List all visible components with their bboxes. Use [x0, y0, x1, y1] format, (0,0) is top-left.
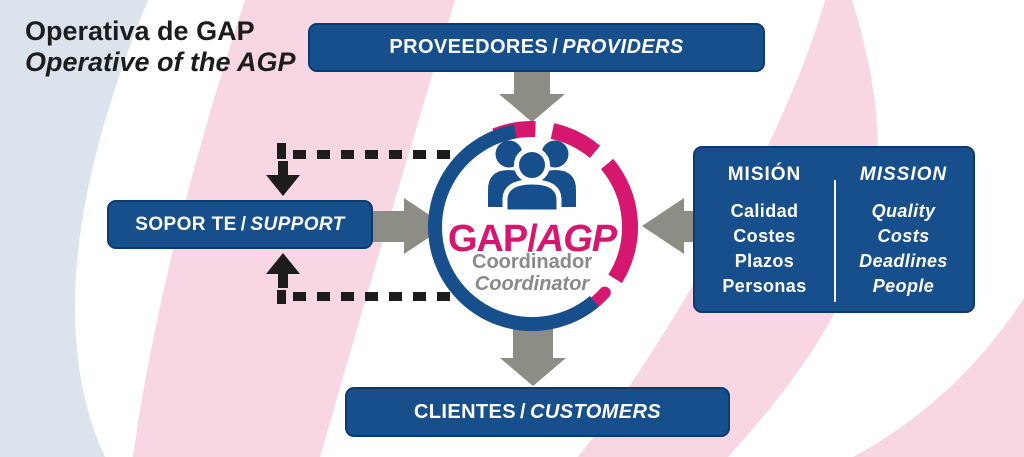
- dashed-line: [293, 150, 459, 159]
- magenta-arc-segment: [550, 123, 601, 159]
- arrow-down-icon: [513, 328, 553, 360]
- arrow-left-icon: [642, 198, 684, 254]
- people-group-icon: [488, 140, 576, 215]
- arrow-down-icon: [266, 175, 300, 196]
- mission-box: MISIÓN Calidad Costes Plazos Personas MI…: [693, 146, 975, 313]
- mission-header-en: MISSION: [859, 164, 948, 185]
- arrow-up-icon: [278, 274, 288, 288]
- mission-columns: MISIÓN Calidad Costes Plazos Personas MI…: [695, 164, 973, 311]
- arrow-up-icon: [266, 253, 300, 274]
- mission-column-es: MISIÓN Calidad Costes Plazos Personas: [695, 164, 834, 311]
- customers-label-en: CUSTOMERS: [530, 400, 662, 423]
- mission-item: Costes: [733, 226, 796, 246]
- dashed-line: [277, 143, 286, 159]
- support-label-es: SOPOR TE: [135, 213, 237, 235]
- arrow-down-icon: [278, 161, 288, 175]
- blue-gray-band: [0, 0, 148, 457]
- mission-column-en: MISSION Quality Costs Deadlines People: [834, 164, 973, 311]
- customers-label-es: CLIENTES: [413, 400, 517, 423]
- arrow-down-icon: [499, 94, 565, 122]
- slash-separator: /: [520, 400, 527, 423]
- dashed-line: [277, 290, 286, 304]
- mission-item: People: [872, 276, 935, 296]
- customers-box: CLIENTES / CUSTOMERS: [345, 387, 730, 437]
- support-label-en: SUPPORT: [250, 213, 345, 235]
- mission-header-es: MISIÓN: [727, 164, 802, 185]
- mission-item: Deadlines: [859, 251, 948, 271]
- pink-stripe: [853, 298, 1024, 457]
- title-es: Operativa de GAP: [25, 16, 255, 46]
- mission-item: Personas: [722, 276, 807, 296]
- hub-title-italic: AGP: [536, 218, 617, 260]
- hub-circle: [437, 132, 627, 322]
- dashed-line: [293, 292, 459, 301]
- page-title: Operativa de GAP Operative of the AGP: [25, 16, 296, 78]
- mission-item: Costs: [877, 226, 930, 246]
- arrow-down-icon: [500, 358, 566, 386]
- mission-item: Plazos: [734, 251, 795, 271]
- mission-item: Calidad: [730, 201, 799, 221]
- coordinator-hub: [428, 121, 638, 331]
- hub-title: GAP/AGP: [412, 220, 652, 258]
- mission-divider: [834, 180, 836, 302]
- arrow-left-icon: [682, 211, 696, 242]
- hub-role-en: Coordinator: [474, 273, 590, 295]
- mission-item: Quality: [871, 201, 936, 221]
- slash-separator: /: [240, 213, 247, 235]
- support-box: SOPOR TE / SUPPORT: [107, 200, 373, 249]
- magenta-arc-segment: [600, 158, 638, 284]
- arrow-right-icon: [372, 211, 406, 242]
- title-en: Operative of the AGP: [25, 47, 296, 77]
- hub-title-upright: GAP/: [447, 218, 538, 260]
- providers-label-es: PROVEEDORES: [389, 36, 549, 58]
- person-body: [502, 179, 562, 215]
- blue-arc: [428, 124, 599, 331]
- hub-role-es: Coordinador: [472, 251, 592, 273]
- slash-separator: /: [552, 36, 559, 58]
- person-head: [514, 147, 550, 183]
- providers-box: PROVEEDORES / PROVIDERS: [308, 23, 765, 72]
- providers-label-en: PROVIDERS: [562, 36, 684, 58]
- arrow-down-icon: [514, 70, 550, 96]
